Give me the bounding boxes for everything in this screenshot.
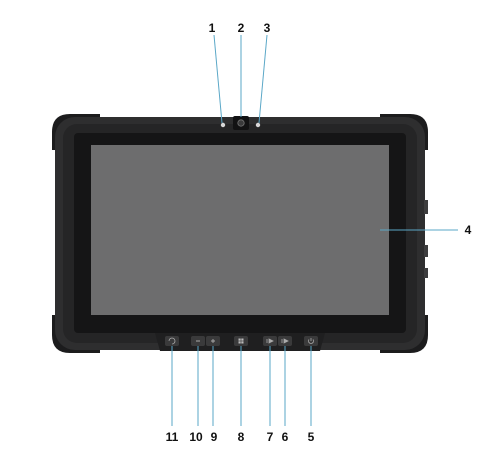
callout-7: 7 <box>267 430 274 444</box>
callout-1: 1 <box>209 21 216 35</box>
windows-home-button[interactable] <box>234 336 248 346</box>
power-button[interactable] <box>304 336 318 346</box>
callout-2: 2 <box>238 21 245 35</box>
programmable-button-1-icon <box>266 338 274 344</box>
volume-down-button[interactable] <box>191 336 205 346</box>
side-port-1 <box>424 200 428 214</box>
volume-up-icon <box>211 339 215 343</box>
programmable-button-2[interactable] <box>278 336 292 346</box>
leader-3 <box>258 34 268 124</box>
leader-lines <box>171 34 458 426</box>
callout-labels: 1 2 3 4 5 6 7 8 9 10 11 <box>166 21 472 444</box>
volume-up-button[interactable] <box>206 336 220 346</box>
display <box>74 133 406 333</box>
callout-3: 3 <box>264 21 271 35</box>
callout-11: 11 <box>166 430 179 444</box>
camera-lens-icon <box>237 119 245 127</box>
front-buttons <box>165 336 318 346</box>
touch-screen <box>91 145 389 315</box>
programmable-button-2-icon <box>281 338 289 344</box>
callout-5: 5 <box>308 430 315 444</box>
callout-9: 9 <box>211 430 218 444</box>
ambient-light-sensor <box>220 122 226 128</box>
side-port-2 <box>424 245 428 257</box>
windows-home-icon <box>238 338 244 344</box>
volume-down-icon <box>196 340 200 342</box>
callout-6: 6 <box>282 430 289 444</box>
rotation-lock-icon <box>168 337 176 345</box>
camera-assembly <box>220 116 261 130</box>
camera-status-light <box>255 122 261 128</box>
leader-1 <box>213 34 223 124</box>
callout-10: 10 <box>189 430 203 444</box>
side-port-3 <box>424 268 428 278</box>
rotation-lock-button[interactable] <box>165 336 179 346</box>
callout-8: 8 <box>238 430 245 444</box>
power-icon <box>308 338 314 344</box>
callout-4: 4 <box>465 223 472 237</box>
programmable-button-1[interactable] <box>263 336 277 346</box>
